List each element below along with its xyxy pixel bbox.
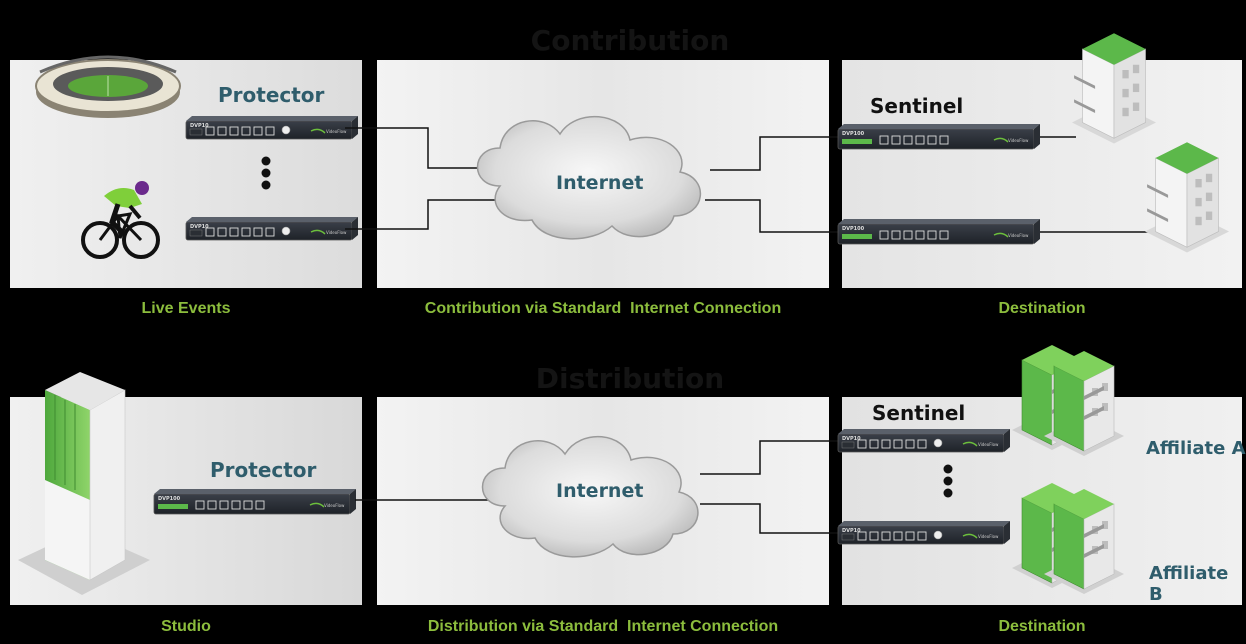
protector-label-bottom: Protector [210, 458, 317, 482]
sentinel-device-bottom-1 [837, 428, 1011, 453]
affiliate-b-building-icon [1011, 482, 1125, 595]
protector-device-top-2 [185, 216, 359, 241]
building-top-1-icon [1071, 32, 1157, 145]
internet-label-top: Internet [556, 172, 644, 194]
internet-cloud-top [476, 115, 702, 240]
section-title-contribution: Contribution [530, 24, 730, 57]
sentinel-device-bottom-2 [837, 520, 1011, 545]
cyclist-icon [81, 181, 160, 259]
protector-device-top-1 [185, 115, 359, 140]
caption-live-events: Live Events [141, 300, 231, 317]
sentinel-device-top-1 [837, 123, 1041, 150]
connection-lines-top [345, 127, 1152, 233]
sentinel-label-bottom: Sentinel [872, 401, 966, 425]
sentinel-device-top-2 [837, 218, 1041, 245]
caption-destination-top: Destination [998, 300, 1086, 317]
caption-contribution-via: Contribution via Standard Internet Conne… [424, 300, 782, 317]
internet-label-bottom: Internet [556, 480, 644, 502]
stadium-icon [35, 55, 181, 118]
caption-destination-bottom: Destination [998, 618, 1086, 635]
internet-cloud-bottom [481, 435, 699, 558]
caption-distribution-via: Distribution via Standard Internet Conne… [427, 618, 779, 635]
protector-device-bottom [153, 488, 357, 515]
ellipsis-dots-bottom-right [943, 464, 953, 498]
sentinel-label-top: Sentinel [870, 94, 964, 118]
affiliate-a-building-icon [1011, 344, 1125, 457]
protector-label-top: Protector [218, 83, 325, 107]
affiliate-a-label: Affiliate A [1146, 438, 1246, 459]
connection-lines-bottom [355, 440, 842, 534]
caption-studio: Studio [161, 618, 211, 635]
affiliate-b-label: Affiliate B [1149, 563, 1229, 605]
studio-tower-icon [18, 372, 150, 595]
building-top-2-icon [1144, 141, 1230, 254]
section-title-distribution: Distribution [535, 362, 725, 395]
ellipsis-dots-top-left [261, 156, 271, 190]
